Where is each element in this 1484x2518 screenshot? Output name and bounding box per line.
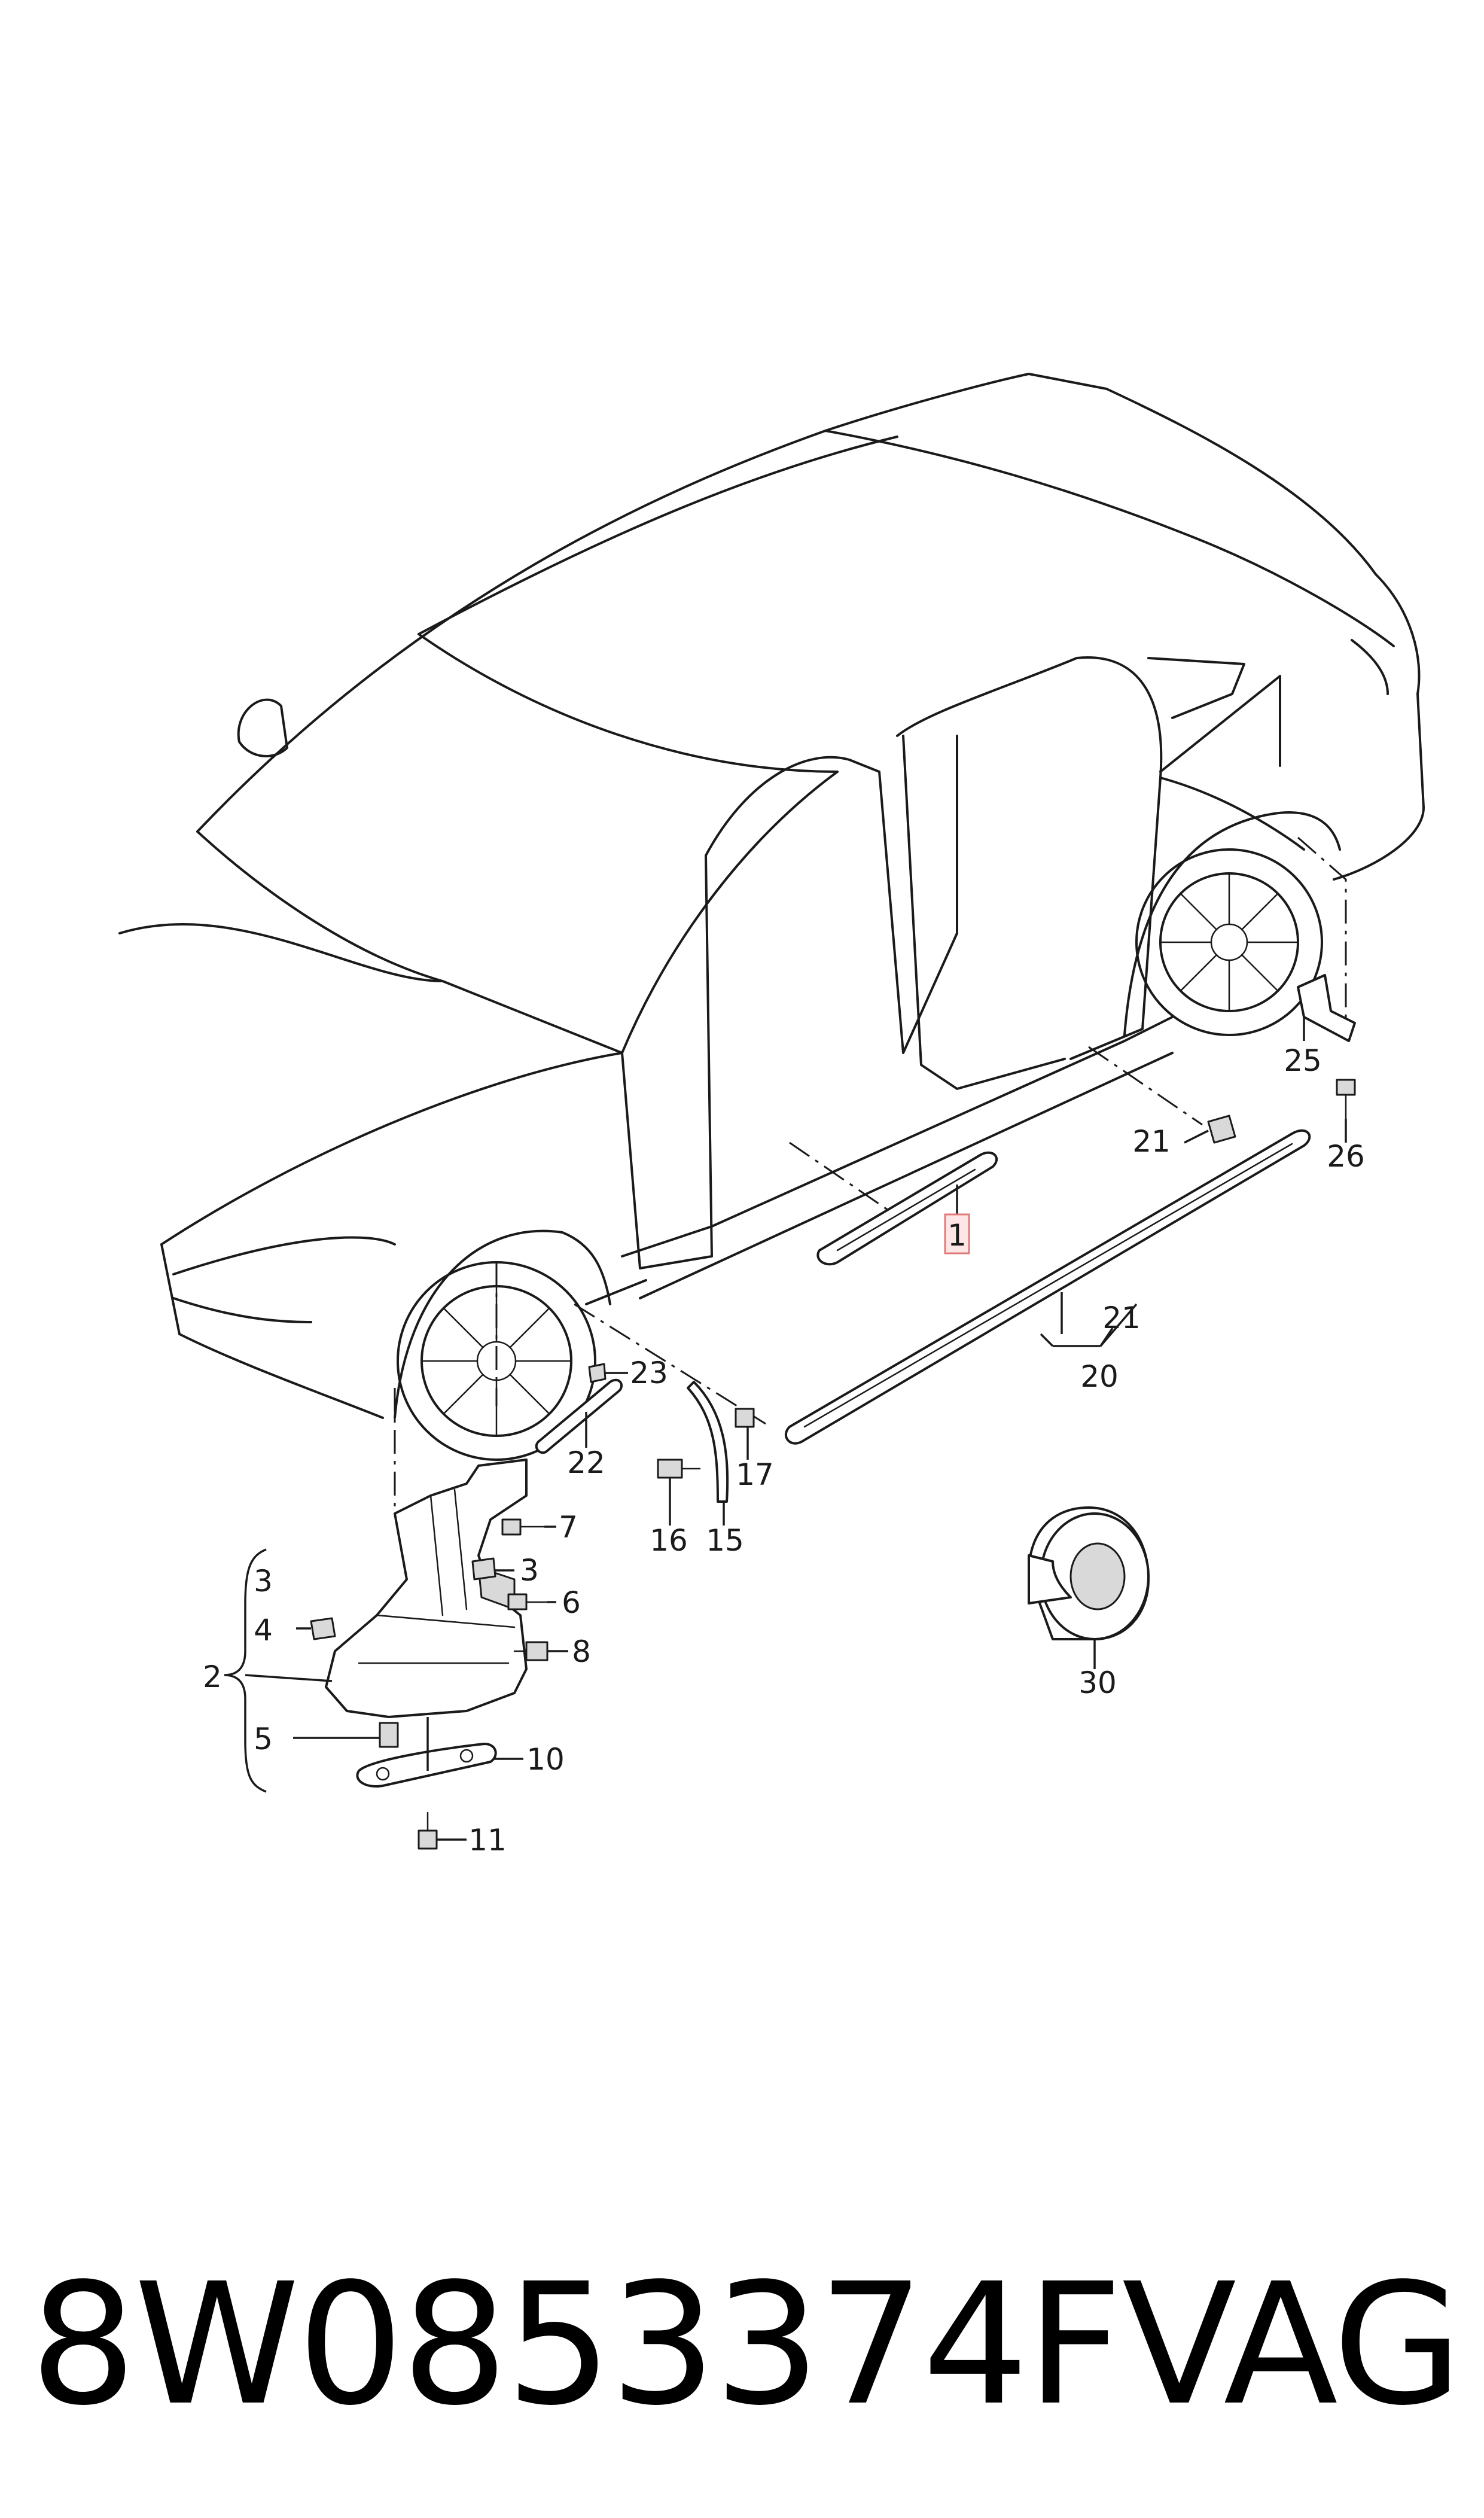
callout-4: 4 [254, 1613, 273, 1648]
screw-part-11 [418, 1811, 438, 1850]
location-lines [394, 836, 1347, 1508]
callout-17: 17 [736, 1457, 774, 1492]
pin-part-16 [657, 1459, 701, 1479]
wheel-arch-liner-part-2 [325, 1459, 528, 1718]
trim-strip-part-22 [535, 1378, 623, 1454]
callout-22: 22 [567, 1445, 605, 1480]
callout-labels: 1 2 3 3 4 5 6 7 8 10 11 15 16 17 20 21 2… [203, 1043, 1365, 1858]
clip-part-5 [379, 1722, 399, 1748]
fastener-part-7 [501, 1518, 546, 1536]
callout-1: 1 [947, 1218, 967, 1253]
callout-16: 16 [650, 1523, 688, 1558]
callout-30: 30 [1078, 1666, 1117, 1700]
seal-part-15 [687, 1381, 729, 1503]
brand-label: VAG [1122, 2248, 1462, 2443]
callout-2: 2 [203, 1660, 222, 1694]
sill-moulding-part-20 [785, 1129, 1311, 1445]
callout-5: 5 [254, 1722, 273, 1756]
highlight-callout-1 [944, 1213, 970, 1255]
callout-7: 7 [559, 1510, 578, 1545]
footer: 8W0853374F VAG [30, 2248, 1462, 2443]
door-sill-trim-part-1 [816, 1151, 998, 1266]
callout-23: 23 [630, 1356, 668, 1390]
clip-part-23 [588, 1363, 607, 1383]
callout-25: 25 [1284, 1043, 1322, 1078]
callout-11: 11 [468, 1823, 507, 1858]
clip-part-17 [735, 1408, 755, 1428]
callout-3-left: 3 [254, 1564, 273, 1599]
callout-15: 15 [706, 1523, 744, 1558]
clip-part-4 [310, 1617, 336, 1640]
callout-8: 8 [572, 1634, 591, 1669]
screw-part-26 [1336, 1079, 1356, 1120]
screw-part-8 [513, 1641, 548, 1661]
callout-3-right: 3 [520, 1553, 539, 1588]
clip-part-3 [471, 1557, 496, 1581]
car-outline [118, 373, 1425, 1461]
fastener-part-6 [507, 1593, 548, 1610]
callout-21-bracket: 21 [1102, 1301, 1141, 1335]
callout-20: 20 [1080, 1359, 1119, 1394]
clip-part-21 [1207, 1115, 1236, 1144]
bracket-part-10 [356, 1743, 497, 1788]
callout-21-clip: 21 [1132, 1124, 1171, 1159]
callout-26: 26 [1327, 1139, 1365, 1174]
tape-roll-part-30 [1028, 1506, 1150, 1640]
callout-6: 6 [562, 1585, 581, 1620]
part-number: 8W0853374F [30, 2248, 1123, 2443]
callout-10: 10 [526, 1742, 565, 1777]
